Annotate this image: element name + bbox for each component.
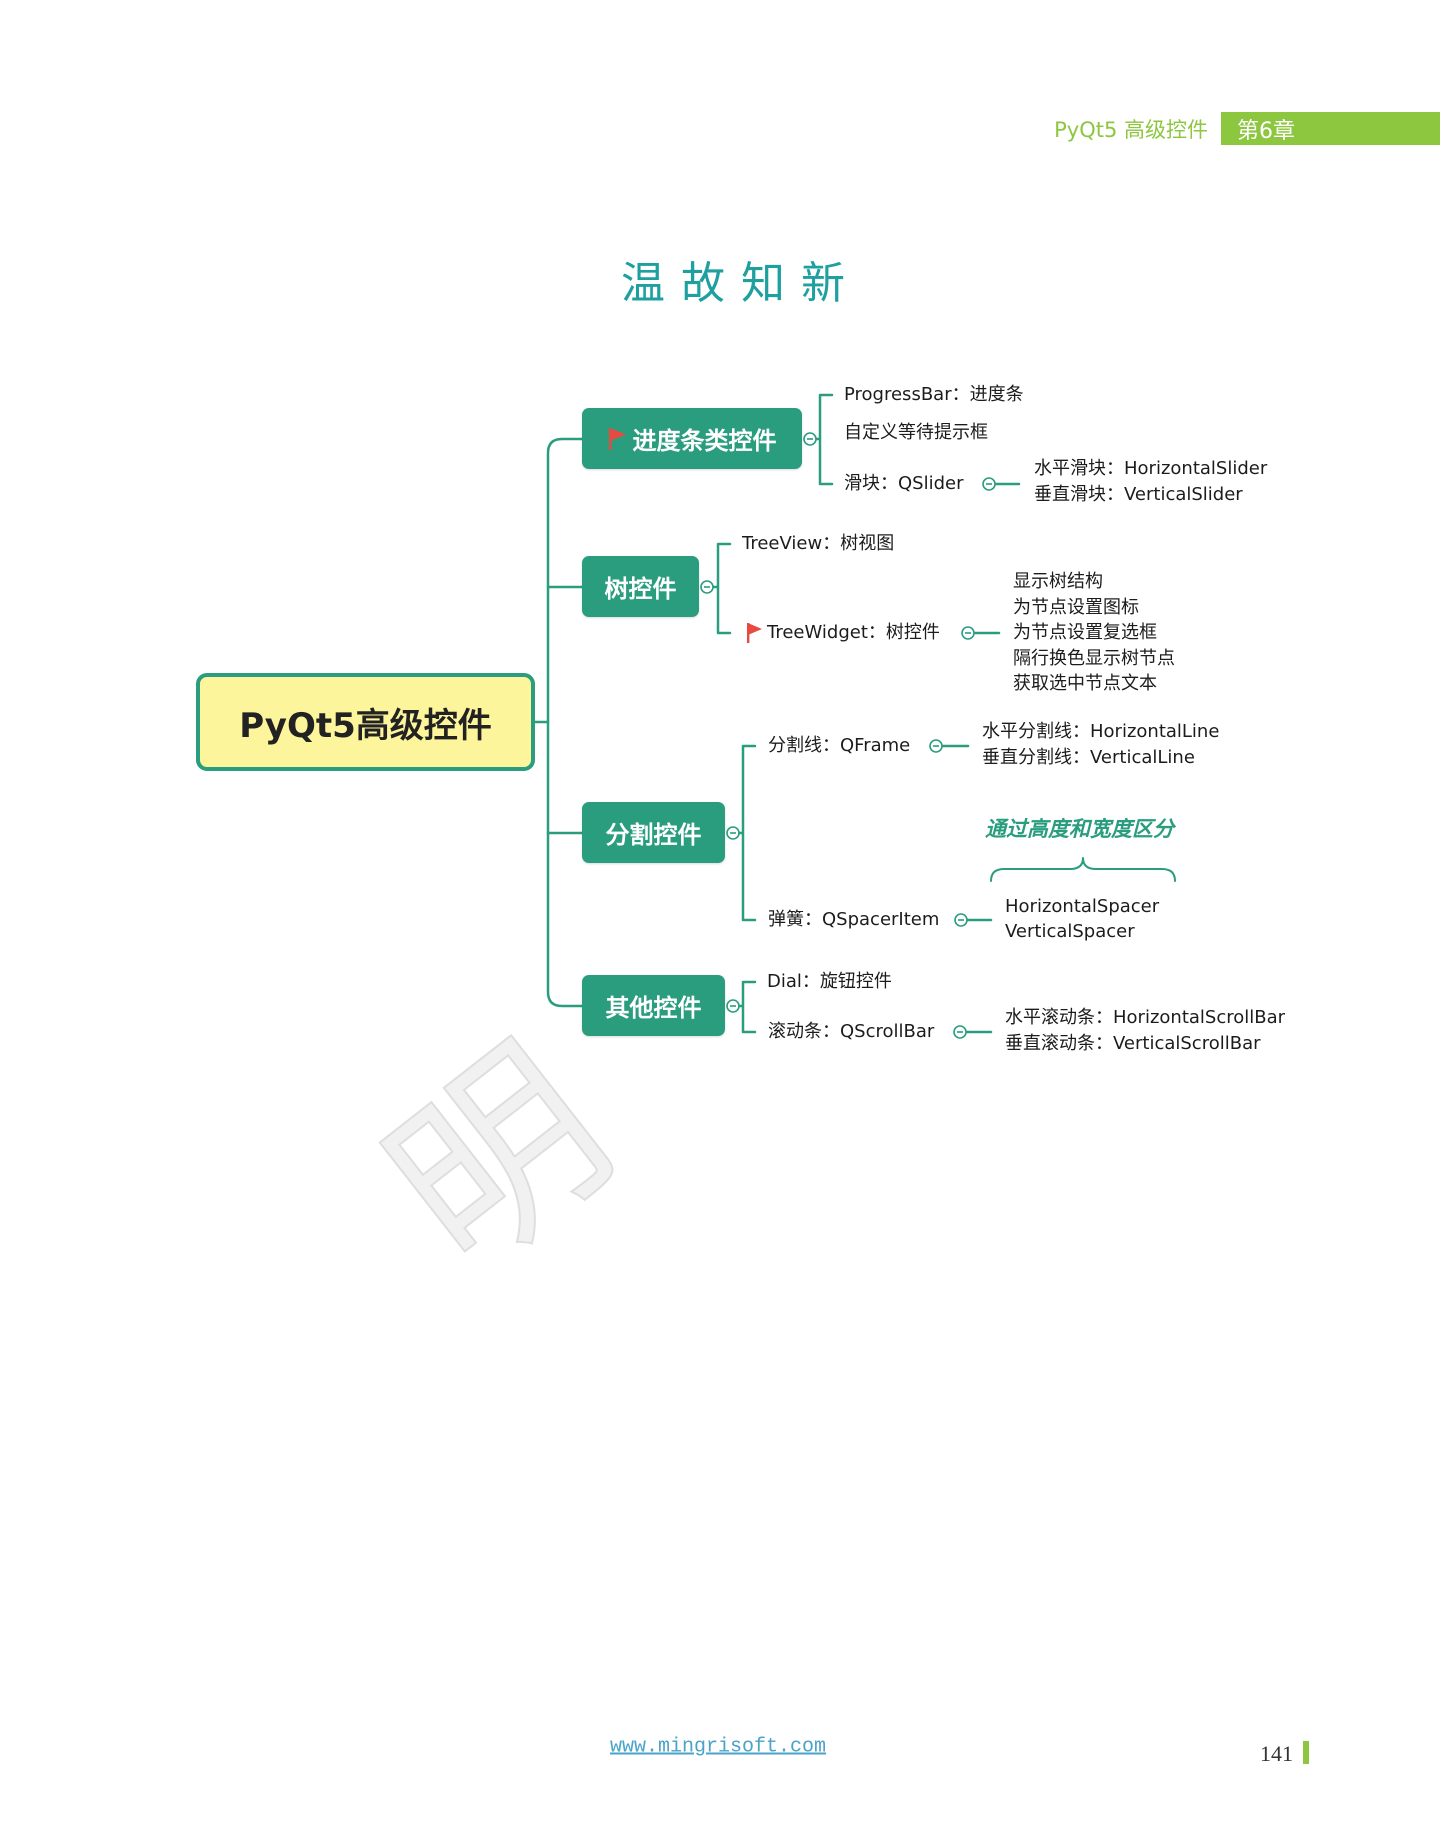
topic-line: 获取选中节点文本: [1013, 673, 1157, 694]
branch-label: 进度条类控件: [632, 427, 777, 455]
branch-label: 分割控件: [605, 821, 702, 849]
bracket-line: [711, 542, 732, 635]
topic-dial: Dial：旋钮控件: [767, 971, 892, 992]
topic-slider-types: 水平滑块：HorizontalSlider 垂直滑块：VerticalSlide…: [1034, 456, 1267, 508]
collapse-icon: [953, 1025, 967, 1039]
collapse-icon: [954, 913, 968, 927]
bracket-line: [737, 744, 757, 922]
topic-line: 水平滑块：HorizontalSlider: [1034, 458, 1268, 479]
topic-line: 为节点设置图标: [1013, 596, 1139, 618]
chapter-label: 第6章: [1237, 118, 1295, 144]
annotation-note: 通过高度和宽度区分: [985, 817, 1174, 841]
collapse-icon: [726, 826, 740, 840]
topic-line-types: 水平分割线：HorizontalLine 垂直分割线：VerticalLine: [982, 719, 1219, 771]
page-number-marker: [1303, 1741, 1309, 1764]
root-label: PyQt5高级控件: [239, 705, 492, 746]
topic-line: VerticalSpacer: [1005, 920, 1135, 942]
topic-line: 为节点设置复选框: [1013, 622, 1157, 643]
topic-line: 水平分割线：HorizontalLine: [982, 721, 1220, 742]
page-title: 温故知新: [621, 258, 861, 309]
page-number: 141: [1260, 1741, 1293, 1766]
topic-line: 水平滚动条：HorizontalScrollBar: [1005, 1007, 1286, 1028]
footer-website-link[interactable]: www.mingrisoft.com: [610, 1735, 827, 1759]
topic-spacer-types: HorizontalSpacer VerticalSpacer: [1005, 894, 1159, 944]
topic-line: 隔行换色显示树节点: [1013, 647, 1175, 669]
topic-scrollbar-types: 水平滚动条：HorizontalScrollBar 垂直滚动条：Vertical…: [1005, 1005, 1285, 1057]
branch-topic-other: 其他控件: [582, 975, 725, 1036]
section-title: PyQt5 高级控件: [1054, 118, 1208, 142]
topic-treewidget-features: 显示树结构 为节点设置图标 为节点设置复选框 隔行换色显示树节点 获取选中节点文…: [1013, 569, 1175, 697]
collapse-icon: [803, 432, 817, 446]
chapter-tab: 第6章: [1221, 112, 1440, 145]
trunk-line: [546, 437, 584, 1008]
collapse-icon: [929, 739, 943, 753]
branch-label: 树控件: [604, 575, 677, 603]
collapse-icon: [700, 580, 714, 594]
topic-qframe: 分割线：QFrame: [768, 735, 911, 756]
red-flag-icon: [747, 623, 762, 643]
topic-qscrollbar: 滚动条：QScrollBar: [768, 1021, 935, 1042]
topic-treeview: TreeView：树视图: [742, 533, 895, 554]
bracket-line: [814, 393, 834, 486]
branch-topic-divider: 分割控件: [582, 802, 725, 863]
root-topic: PyQt5高级控件: [196, 673, 535, 771]
topic-progressbar: ProgressBar：进度条: [844, 384, 1024, 405]
collapse-icon: [726, 999, 740, 1013]
red-flag-icon: [608, 427, 626, 450]
branch-label: 其他控件: [605, 994, 702, 1022]
topic-qslider: 滑块：QSlider: [844, 473, 964, 494]
bracket-line: [737, 980, 757, 1034]
topic-line: 垂直滑块：VerticalSlider: [1034, 484, 1243, 505]
branch-topic-progress: 进度条类控件: [582, 408, 802, 469]
topic-line: 垂直滚动条：VerticalScrollBar: [1005, 1033, 1261, 1054]
topic-treewidget: TreeWidget：树控件: [767, 622, 940, 643]
topic-custom-wait: 自定义等待提示框: [844, 422, 988, 443]
collapse-icon: [961, 626, 975, 640]
topic-qspaceritem: 弹簧：QSpacerItem: [768, 909, 940, 930]
topic-line: HorizontalSpacer: [1005, 895, 1160, 917]
collapse-icon: [982, 477, 996, 491]
brace: [990, 857, 1176, 882]
topic-line: 垂直分割线：VerticalLine: [982, 747, 1195, 768]
branch-topic-tree: 树控件: [582, 556, 699, 617]
topic-line: 显示树结构: [1013, 571, 1103, 592]
